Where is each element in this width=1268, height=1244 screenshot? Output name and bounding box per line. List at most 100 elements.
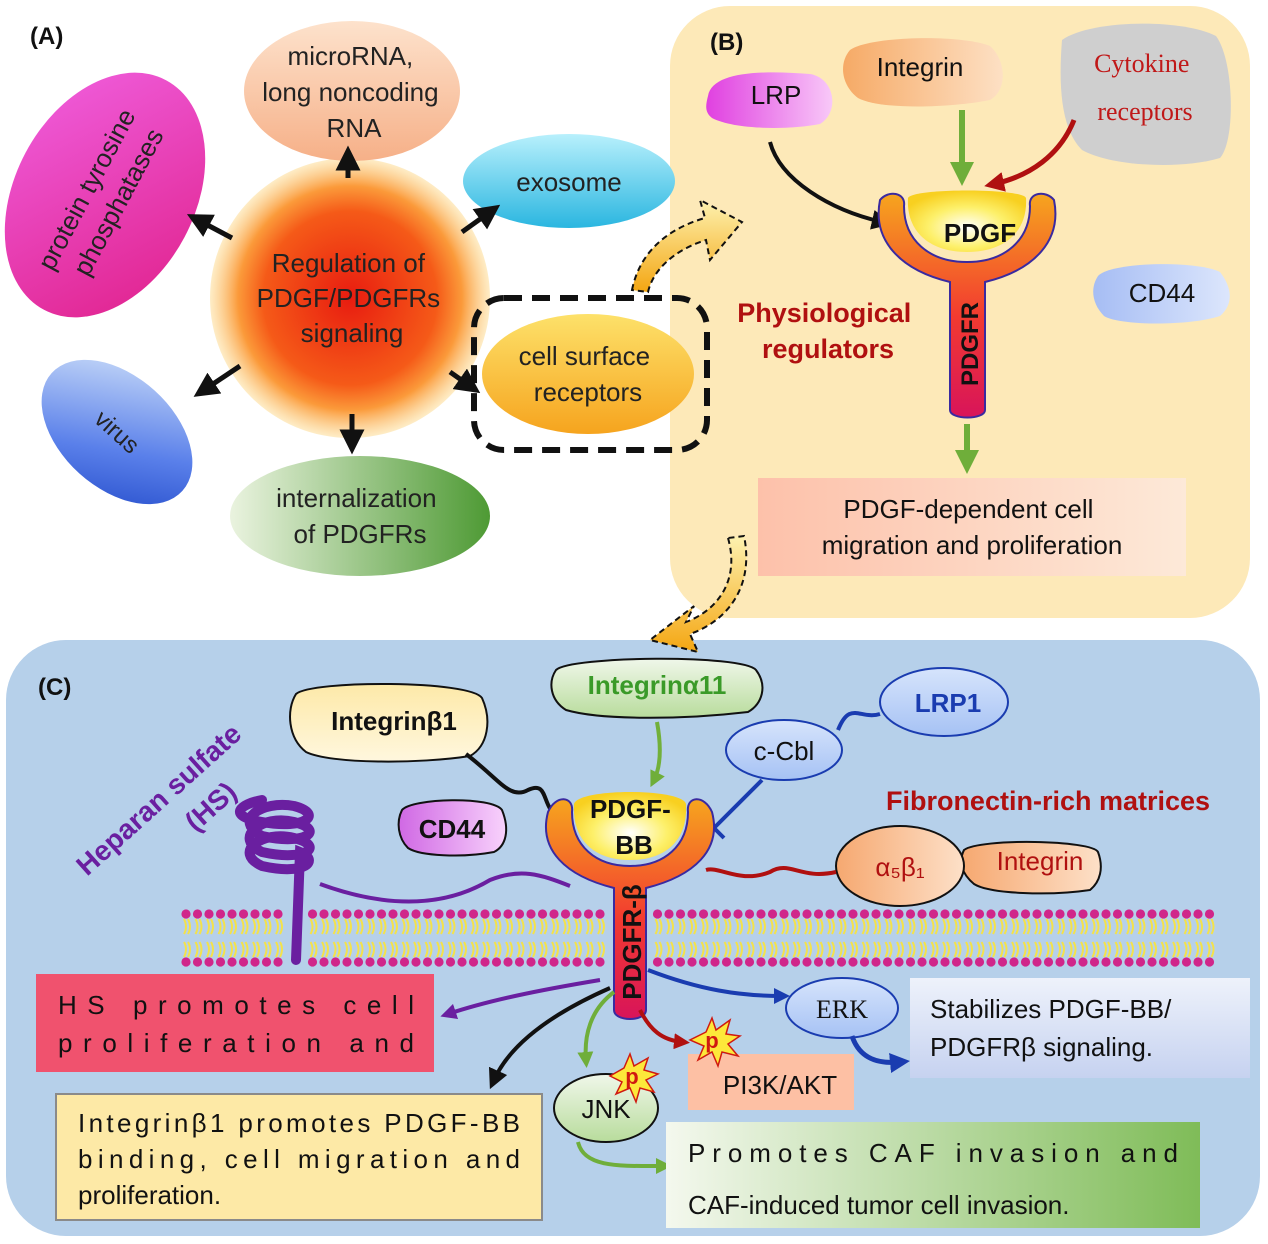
lipid-tail bbox=[723, 941, 732, 958]
lipid-tail bbox=[436, 941, 444, 958]
lipid-tail bbox=[378, 941, 387, 958]
lipid-head bbox=[307, 909, 318, 919]
lipid-head bbox=[422, 957, 433, 967]
cd44-text-c: CD44 bbox=[419, 814, 486, 844]
lipid-tail bbox=[723, 918, 732, 935]
lipid-head bbox=[917, 909, 927, 919]
lipid-tail bbox=[988, 918, 996, 935]
stabilizes-text: Stabilizes PDGF-BB/ PDGFRβ signaling. bbox=[930, 994, 1179, 1062]
lipid-head bbox=[652, 957, 663, 967]
outcome-box bbox=[758, 478, 1186, 576]
pdgfr-receptor-b: PDGF PDGFR bbox=[877, 190, 1057, 419]
lipid-head bbox=[537, 909, 548, 919]
lipid-tail bbox=[1057, 941, 1065, 958]
lipid-tail bbox=[401, 941, 410, 958]
lipid-head bbox=[204, 909, 214, 919]
lipid-head bbox=[330, 957, 341, 967]
lipid-tail bbox=[700, 918, 709, 935]
lipid-tail bbox=[1195, 941, 1203, 958]
lipid-head bbox=[215, 957, 226, 967]
lipid-head bbox=[1078, 957, 1088, 967]
lipid-head bbox=[859, 909, 870, 919]
jnk-text: JNK bbox=[581, 1094, 631, 1124]
lipid-tail bbox=[459, 941, 467, 958]
lipid-tail bbox=[919, 918, 927, 935]
lipid-head bbox=[434, 957, 444, 967]
lipid-head bbox=[1124, 909, 1134, 919]
lipid-head bbox=[767, 909, 778, 919]
lipid-head bbox=[698, 957, 709, 967]
lipid-tail bbox=[896, 918, 904, 935]
pdgfr-y-shape bbox=[877, 192, 1057, 419]
lipid-head bbox=[1055, 957, 1065, 967]
lipid-tail bbox=[827, 918, 835, 935]
lipid-tail bbox=[493, 941, 502, 958]
lipid-head bbox=[905, 909, 916, 919]
lipid-head bbox=[1147, 909, 1157, 919]
lipid-tail bbox=[689, 941, 697, 958]
lipid-head bbox=[687, 909, 697, 919]
lipid-tail bbox=[1160, 918, 1169, 935]
internalization-text: internalization of PDGFRs bbox=[276, 483, 444, 549]
lipid-head bbox=[675, 957, 686, 967]
lipid-tail bbox=[413, 918, 421, 935]
lipid-tail bbox=[769, 941, 778, 958]
lipid-tail bbox=[344, 941, 352, 958]
pi3k-text: PI3K/AKT bbox=[723, 1070, 837, 1100]
lipid-head bbox=[790, 909, 801, 919]
ptp-node bbox=[4, 72, 206, 318]
lipid-tail bbox=[321, 941, 329, 958]
lipid-head bbox=[595, 957, 605, 967]
pdgf-ligand bbox=[907, 190, 1027, 252]
lipid-head bbox=[1193, 957, 1203, 967]
lipid-tail bbox=[758, 918, 766, 935]
phospho-burst-jnk bbox=[608, 1051, 661, 1105]
lipid-head bbox=[1193, 909, 1203, 919]
lipid-tail bbox=[850, 941, 858, 958]
lipid-tail bbox=[838, 941, 847, 958]
lipid-head bbox=[813, 909, 824, 919]
lipid-head bbox=[572, 909, 582, 919]
lipid-tail bbox=[712, 941, 720, 958]
lipid-tail bbox=[1114, 918, 1123, 935]
lipid-tail bbox=[206, 941, 214, 958]
lipid-head bbox=[802, 957, 812, 967]
lipid-tail bbox=[562, 941, 571, 958]
phospho-p-pi3k: p bbox=[705, 1028, 718, 1053]
lipid-head bbox=[951, 957, 962, 967]
lipid-head bbox=[1066, 909, 1077, 919]
lipid-head bbox=[675, 909, 686, 919]
lipid-tail bbox=[884, 941, 893, 958]
lipid-tail bbox=[1137, 941, 1146, 958]
lipid-head bbox=[733, 957, 743, 967]
lipid-head bbox=[1204, 909, 1215, 919]
lipid-head bbox=[353, 909, 364, 919]
lipid-tail bbox=[528, 941, 536, 958]
arrow-lrp-to-pdgf bbox=[768, 141, 892, 230]
lipid-head bbox=[802, 909, 812, 919]
lipid-tail bbox=[194, 941, 203, 958]
lipid-tail bbox=[574, 941, 582, 958]
lipid-tail bbox=[574, 918, 582, 935]
lipid-head bbox=[767, 957, 778, 967]
lipid-tail bbox=[482, 941, 490, 958]
lipid-head bbox=[1170, 909, 1180, 919]
lipid-head bbox=[779, 957, 789, 967]
lipid-head bbox=[307, 957, 318, 967]
lipid-head bbox=[1170, 957, 1180, 967]
panel-b-label: (B) bbox=[710, 29, 743, 56]
lrp1-shape bbox=[879, 667, 1009, 737]
lipid-head bbox=[491, 909, 502, 919]
lipid-head bbox=[227, 909, 237, 919]
lipid-tail bbox=[666, 918, 674, 935]
lipid-tail bbox=[1126, 918, 1134, 935]
lipid-tail bbox=[505, 941, 513, 958]
lipid-tail bbox=[781, 941, 789, 958]
cd44-shape-b bbox=[1093, 264, 1230, 324]
lipid-head bbox=[1009, 957, 1019, 967]
a5b1-shape bbox=[835, 825, 965, 907]
lipid-head bbox=[1135, 909, 1146, 919]
lipid-tail bbox=[240, 918, 249, 935]
lipid-tail bbox=[999, 918, 1008, 935]
